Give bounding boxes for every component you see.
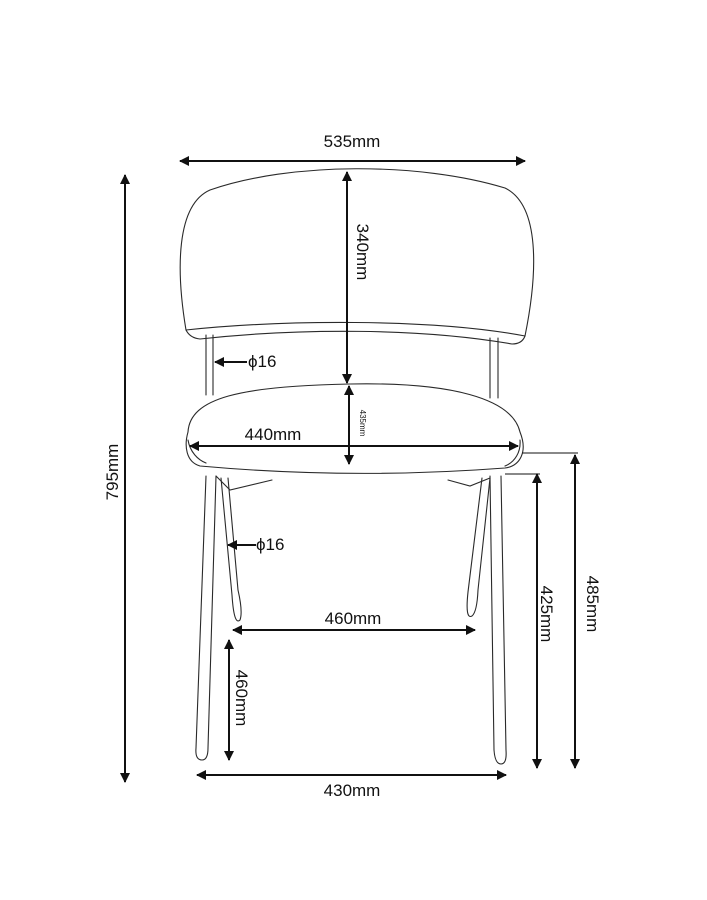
label-base-width: 430mm [324, 781, 381, 800]
label-seat-height-back: 485mm [583, 576, 602, 633]
label-leg-lower: 460mm [232, 670, 251, 727]
label-leg-gap: 460mm [325, 609, 382, 628]
backrest [179, 168, 535, 337]
label-seat-width: 440mm [245, 425, 302, 444]
dimension-lines [120, 156, 580, 783]
front-leg-right [489, 475, 507, 765]
label-tube-upper: ϕ16 [248, 352, 276, 371]
backrest-edge [185, 329, 526, 345]
label-tube-lower: ϕ16 [256, 535, 284, 554]
back-post-right [489, 337, 499, 399]
label-seat-height-front: 425mm [537, 586, 556, 643]
label-backrest-height: 340mm [353, 224, 372, 281]
chair-outline [179, 168, 535, 765]
label-total-height: 795mm [103, 444, 122, 501]
dimension-labels: 535mm 340mm 435mm 440mm 795mm 460mm 460m… [103, 132, 602, 800]
back-post-left [205, 334, 214, 396]
seat-frame [215, 475, 491, 491]
label-top-width: 535mm [324, 132, 381, 151]
rear-leg-left [220, 477, 242, 622]
seat-cushion [185, 383, 524, 474]
seat-cushion-edge [187, 439, 521, 467]
front-leg-left [195, 475, 217, 761]
label-seat-thickness: 435mm [358, 410, 367, 437]
rear-leg-right [466, 477, 491, 618]
